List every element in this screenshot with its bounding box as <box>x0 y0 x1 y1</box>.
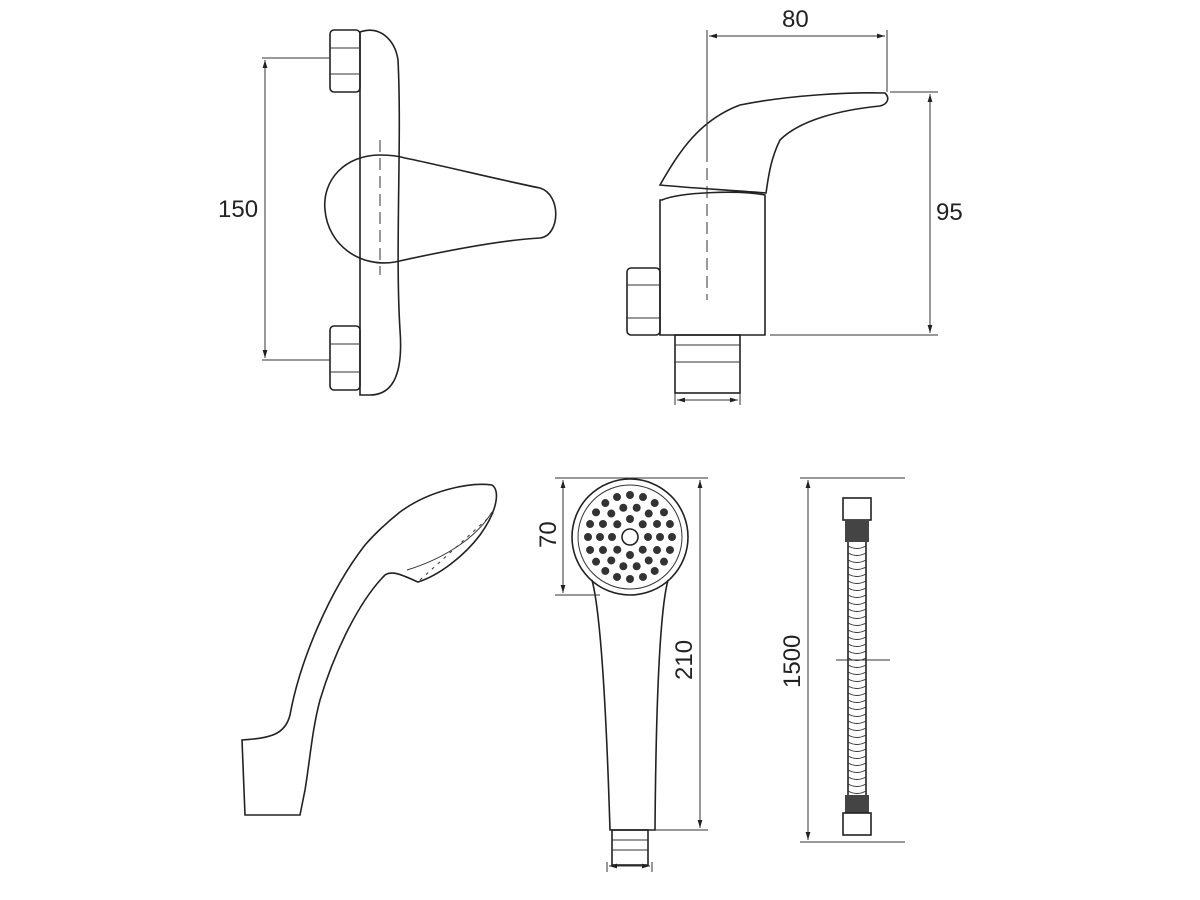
mixer-front-view: 150 <box>218 29 557 396</box>
shower-hole <box>592 557 601 566</box>
hose-coil <box>847 734 867 738</box>
hose-coil <box>847 629 867 633</box>
hose-coil <box>847 790 867 794</box>
hose-coil <box>847 580 867 584</box>
shower-hole <box>592 508 601 517</box>
shower-hole <box>613 493 622 502</box>
shower-hole <box>668 533 676 541</box>
dimension-label-80: 80 <box>782 6 809 33</box>
hose-coil <box>847 699 867 703</box>
shower-hole <box>638 545 647 554</box>
hose-coil <box>847 573 867 577</box>
hose-coil <box>847 685 867 689</box>
hose-coil <box>847 720 867 724</box>
shower-hole <box>626 551 634 559</box>
shower-hole <box>644 556 653 565</box>
shower-hole <box>601 499 610 508</box>
hose-coil <box>847 601 867 605</box>
shower-hole <box>656 533 664 541</box>
shower-hole <box>586 520 595 529</box>
hose-coil <box>847 741 867 745</box>
dimension-label-70: 70 <box>535 521 562 548</box>
hose-coil <box>847 678 867 682</box>
hose-coil <box>847 545 867 549</box>
hose-coil <box>847 650 867 654</box>
shower-hole <box>638 493 647 502</box>
shower-hole <box>619 503 628 512</box>
hand-shower-side-view <box>241 483 498 816</box>
shower-hole <box>653 519 662 528</box>
hose-coil <box>847 769 867 773</box>
hose-coil <box>847 762 867 766</box>
shower-hose: 1500 <box>779 477 905 843</box>
dimension-label-1500: 1500 <box>779 635 806 688</box>
shower-hole <box>665 520 674 529</box>
shower-hole <box>653 546 662 555</box>
shower-hole <box>644 509 653 518</box>
shower-hole <box>613 520 622 529</box>
shower-hole <box>613 545 622 554</box>
shower-hole <box>632 503 641 512</box>
shower-hole <box>638 520 647 529</box>
hose-coil <box>847 636 867 640</box>
hose-coil <box>847 713 867 717</box>
hose-coil <box>847 671 867 675</box>
shower-hole <box>626 491 634 499</box>
shower-hole <box>598 519 607 528</box>
shower-hole <box>607 556 616 565</box>
hose-coil <box>847 643 867 647</box>
hose-coil <box>847 552 867 556</box>
shower-hole <box>626 515 634 523</box>
hose-coil <box>847 615 867 619</box>
shower-hole <box>659 508 668 517</box>
shower-hole <box>659 557 668 566</box>
shower-hole <box>596 533 604 541</box>
hose-coils <box>847 545 867 794</box>
shower-hole <box>608 533 616 541</box>
hand-shower-front-view: 70 210 <box>535 477 708 872</box>
hose-coil <box>847 559 867 563</box>
shower-hole <box>613 572 622 581</box>
shower-hole <box>598 546 607 555</box>
hose-coil <box>847 776 867 780</box>
hose-coil <box>847 587 867 591</box>
shower-hole <box>650 499 659 508</box>
hose-coil <box>847 783 867 787</box>
hose-coil <box>847 608 867 612</box>
hose-coil <box>847 566 867 570</box>
shower-hole <box>601 566 610 575</box>
hose-coil <box>847 755 867 759</box>
hose-coil <box>847 692 867 696</box>
hose-coil <box>847 622 867 626</box>
hose-coil <box>847 748 867 752</box>
hose-coil <box>847 594 867 598</box>
hose-coil <box>847 664 867 668</box>
shower-hole <box>626 575 634 583</box>
shower-hole <box>607 509 616 518</box>
shower-hole <box>644 533 652 541</box>
dimension-label-95: 95 <box>936 199 963 226</box>
shower-hole <box>650 566 659 575</box>
shower-holes <box>584 491 676 583</box>
shower-hole <box>632 562 641 571</box>
shower-hole <box>638 572 647 581</box>
shower-hole <box>586 545 595 554</box>
shower-hole <box>584 533 592 541</box>
hose-coil <box>847 727 867 731</box>
mixer-side-view: 80 95 <box>626 6 963 405</box>
shower-hole <box>665 545 674 554</box>
dimension-label-150: 150 <box>218 196 258 223</box>
hose-coil <box>847 706 867 710</box>
dimension-label-210: 210 <box>671 640 698 680</box>
shower-hole <box>619 562 628 571</box>
